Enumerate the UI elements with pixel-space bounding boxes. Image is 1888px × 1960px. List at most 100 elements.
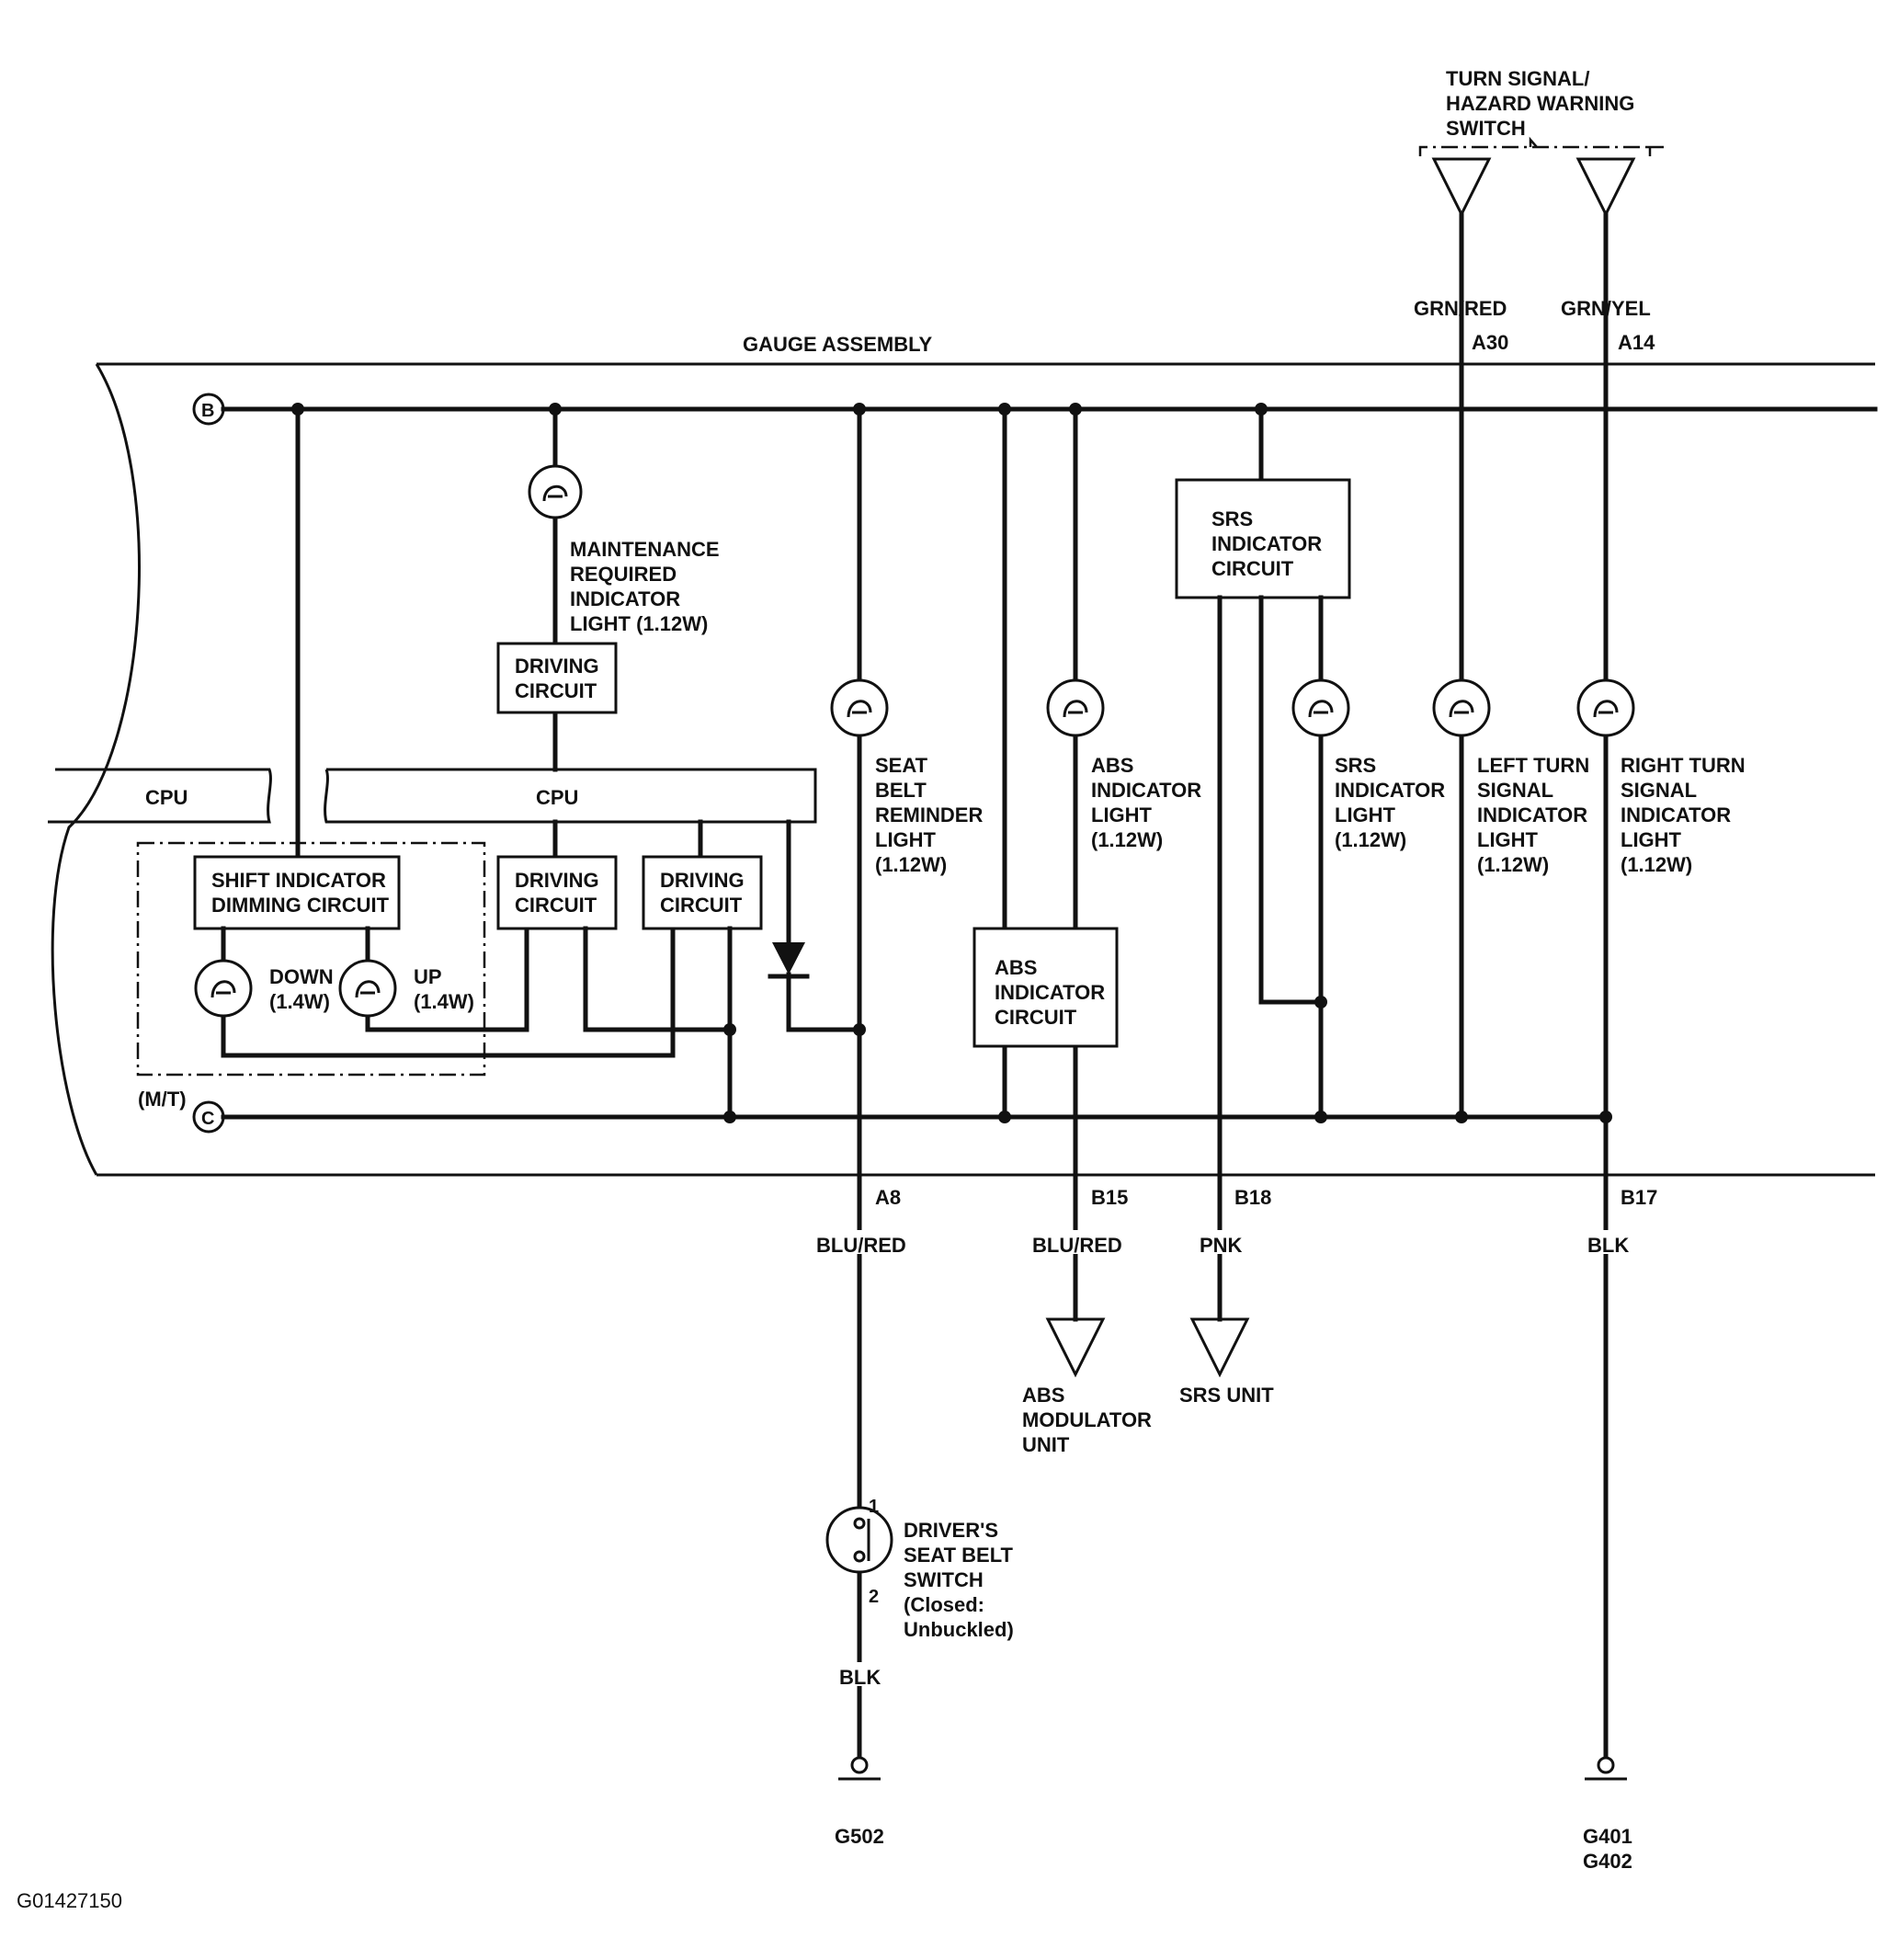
wire-cpu-to-driving — [552, 819, 703, 860]
up-filament — [355, 980, 381, 998]
maintenance-filament — [542, 484, 568, 502]
cpu-left-label: CPU — [145, 786, 188, 809]
wire-srs-feedback — [1258, 595, 1324, 1005]
connector-b17: B17 — [1621, 1186, 1657, 1209]
driving-top-label-1: DRIVING — [515, 655, 599, 678]
abs-light-label-4: (1.12W) — [1091, 828, 1163, 851]
switch-title-line-1: TURN SIGNAL/ — [1446, 67, 1589, 90]
abs-light — [1046, 678, 1105, 737]
srs-light — [1291, 678, 1350, 737]
srs-circuit-label-2: INDICATOR — [1211, 532, 1322, 555]
seat-belt-switch-pin1: 1 — [869, 1497, 879, 1517]
label-bg-blk-switch — [837, 1662, 881, 1686]
seat-belt-label-5: (1.12W) — [875, 853, 947, 876]
seat-belt-switch-body — [825, 1506, 893, 1574]
seat-belt-switch-label-2: SEAT BELT — [904, 1544, 1014, 1567]
switch-title-line-3: SWITCH — [1446, 117, 1526, 140]
maintenance-label-4: LIGHT (1.12W) — [570, 612, 708, 635]
abs-modulator-label-3: UNIT — [1022, 1433, 1070, 1456]
ground-g502-symbol — [850, 1756, 869, 1774]
turn-signal-switch: TURN SIGNAL/ HAZARD WARNING SWITCH — [1418, 67, 1664, 218]
switch-terminal-right — [1575, 157, 1636, 218]
maintenance-light — [528, 464, 583, 519]
ground-g401-g402: G401 G402 — [1583, 1756, 1632, 1873]
up-label-1: UP — [414, 965, 442, 988]
connector-a14: A14 — [1618, 331, 1655, 354]
wire-label-blu-red-b15: BLU/RED — [1032, 1234, 1122, 1257]
down-label-2: (1.4W) — [269, 990, 330, 1013]
connector-b15: B15 — [1091, 1186, 1128, 1209]
seat-belt-label-4: LIGHT — [875, 828, 937, 851]
shift-dimming-circuit — [193, 855, 401, 930]
up-light — [338, 959, 397, 1018]
abs-indicator-circuit — [972, 927, 1119, 1048]
srs-unit-label: SRS UNIT — [1179, 1384, 1274, 1407]
abs-filament — [1063, 700, 1088, 718]
up-label-2: (1.4W) — [414, 990, 474, 1013]
maintenance-label-2: REQUIRED — [570, 563, 677, 586]
wire-down — [221, 926, 676, 1058]
diode — [772, 942, 805, 974]
cpu-main-box — [324, 768, 817, 824]
right-turn-label-3: INDICATOR — [1621, 803, 1731, 826]
left-turn-label-4: LIGHT — [1477, 828, 1539, 851]
seat-belt-label-3: REMINDER — [875, 803, 983, 826]
assembly-cut-edge — [51, 363, 141, 1176]
left-turn-filament — [1449, 700, 1474, 718]
left-turn-light — [1432, 678, 1491, 737]
wire-label-grn-yel: GRN/YEL — [1561, 297, 1651, 320]
seat-belt-switch-label-5: Unbuckled) — [904, 1618, 1014, 1641]
seat-belt-switch-label-4: (Closed: — [904, 1593, 984, 1616]
down-light — [194, 959, 253, 1018]
shift-dimming-label-2: DIMMING CIRCUIT — [211, 894, 390, 917]
srs-light-label-3: LIGHT — [1335, 803, 1396, 826]
abs-light-label-2: INDICATOR — [1091, 779, 1201, 802]
srs-unit-terminal — [1189, 1317, 1250, 1378]
abs-modulator-label-2: MODULATOR — [1022, 1408, 1152, 1431]
connector-b18: B18 — [1234, 1186, 1271, 1209]
left-turn-label-3: INDICATOR — [1477, 803, 1587, 826]
switch-title-line-2: HAZARD WARNING — [1446, 92, 1634, 115]
gauge-assembly-outline: GAUGE ASSEMBLY — [51, 333, 1875, 1177]
connector-a30: A30 — [1472, 331, 1508, 354]
srs-light-label-1: SRS — [1335, 754, 1376, 777]
label-bg-a8 — [814, 1230, 906, 1254]
cpu-left: CPU — [48, 768, 272, 824]
srs-light-label-2: INDICATOR — [1335, 779, 1445, 802]
bus-b: B — [192, 393, 1878, 426]
cpu-main-label: CPU — [536, 786, 578, 809]
abs-circuit-label-1: ABS — [995, 956, 1037, 979]
bus-c-label: C — [201, 1109, 214, 1129]
seat-belt-switch-pin2-dot — [853, 1550, 866, 1563]
srs-circuit-label-3: CIRCUIT — [1211, 557, 1294, 580]
driving-1-label-2: CIRCUIT — [515, 894, 597, 917]
switch-bracket — [1418, 136, 1664, 156]
maintenance-label-1: MAINTENANCE — [570, 538, 720, 561]
cpu-main: CPU — [324, 768, 817, 824]
figure-id: G01427150 — [17, 1889, 122, 1912]
assembly-title: GAUGE ASSEMBLY — [743, 333, 933, 356]
driving-2-label-1: DRIVING — [660, 869, 745, 892]
srs-circuit-label-1: SRS — [1211, 507, 1253, 530]
wire-label-blk-switch: BLK — [839, 1666, 881, 1689]
seat-belt-switch-pin1-dot — [853, 1517, 866, 1530]
driving-top-label-2: CIRCUIT — [515, 679, 597, 702]
wire-label-grn-red: GRN/RED — [1414, 297, 1507, 320]
seat-belt-filament — [847, 700, 872, 718]
right-turn-label-4: LIGHT — [1621, 828, 1682, 851]
driving-circuit-2 — [642, 855, 763, 930]
connector-a8: A8 — [875, 1186, 901, 1209]
bus-c: C — [192, 1100, 1609, 1134]
seat-belt-label-2: BELT — [875, 779, 927, 802]
left-turn-label-5: (1.12W) — [1477, 853, 1549, 876]
right-turn-light — [1576, 678, 1635, 737]
seat-belt-switch: 1 2 DRIVER'S SEAT BELT SWITCH (Closed: U… — [825, 1497, 1014, 1641]
abs-circuit-label-2: INDICATOR — [995, 981, 1105, 1004]
label-bg-pnk — [1197, 1230, 1243, 1254]
driving-1-label-1: DRIVING — [515, 869, 599, 892]
switch-terminal-left — [1431, 157, 1492, 218]
down-filament — [210, 980, 236, 998]
right-turn-label-5: (1.12W) — [1621, 853, 1692, 876]
right-turn-filament — [1593, 700, 1619, 718]
